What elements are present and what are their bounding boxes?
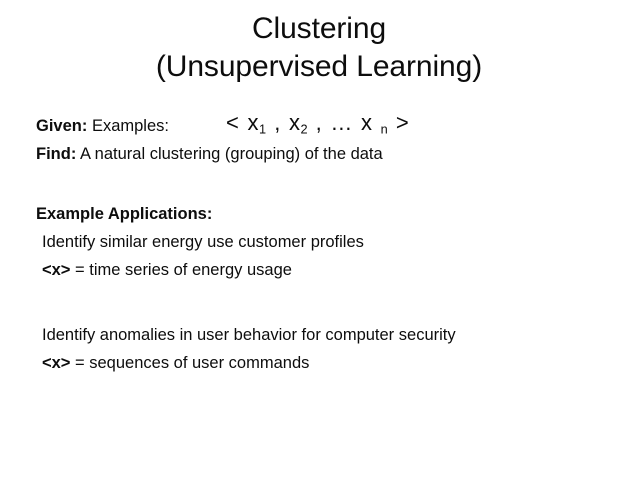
angle-open-icon: < bbox=[226, 110, 240, 135]
given-row: Given: Examples: < x1 , x2 , … x n > bbox=[36, 110, 626, 140]
math-sub-n: n bbox=[380, 121, 388, 137]
find-row: Find: A natural clustering (grouping) of… bbox=[36, 140, 626, 168]
angle-close-icon: > bbox=[395, 110, 410, 135]
title-line-1: Clustering bbox=[251, 12, 387, 45]
math-ellipsis: … bbox=[330, 110, 353, 135]
application-1-vector-symbol: <x> bbox=[42, 261, 71, 279]
example-vector-expression: < x1 , x2 , … x n > bbox=[226, 109, 409, 144]
application-2-vector-rest: = sequences of user commands bbox=[70, 354, 310, 372]
application-2-vector-symbol: <x> bbox=[42, 354, 71, 372]
slide-body: Given: Examples: < x1 , x2 , … x n > Fin… bbox=[36, 110, 626, 377]
given-label: Given: Examples: bbox=[36, 117, 169, 135]
given-label-rest: Examples: bbox=[87, 117, 169, 135]
math-sub-1: 1 bbox=[258, 121, 267, 137]
spacer-between-applications bbox=[36, 284, 626, 321]
find-label-bold: Find: bbox=[36, 145, 77, 163]
math-sep-2: , bbox=[315, 110, 323, 135]
math-var-n: x bbox=[361, 110, 373, 135]
find-label-rest: A natural clustering (grouping) of the d… bbox=[76, 145, 383, 163]
application-1-vector-rest: = time series of energy usage bbox=[70, 261, 292, 279]
given-label-bold: Given: bbox=[36, 117, 88, 135]
application-1-description: Identify similar energy use customer pro… bbox=[42, 233, 364, 251]
math-var-2: x bbox=[288, 110, 301, 135]
slide-title: Clustering (Unsupervised Learning) bbox=[0, 10, 638, 86]
spacer-after-find bbox=[36, 168, 626, 200]
title-line-2: (Unsupervised Learning) bbox=[155, 50, 483, 83]
application-1-vector: <x> = time series of energy usage bbox=[36, 256, 626, 284]
application-2-description: Identify anomalies in user behavior for … bbox=[42, 326, 456, 344]
math-var-1: x bbox=[247, 110, 259, 135]
example-applications-heading: Example Applications: bbox=[36, 205, 213, 223]
math-sub-2: 2 bbox=[300, 121, 308, 137]
application-2-vector: <x> = sequences of user commands bbox=[36, 349, 626, 377]
math-sep-1: , bbox=[274, 110, 281, 135]
